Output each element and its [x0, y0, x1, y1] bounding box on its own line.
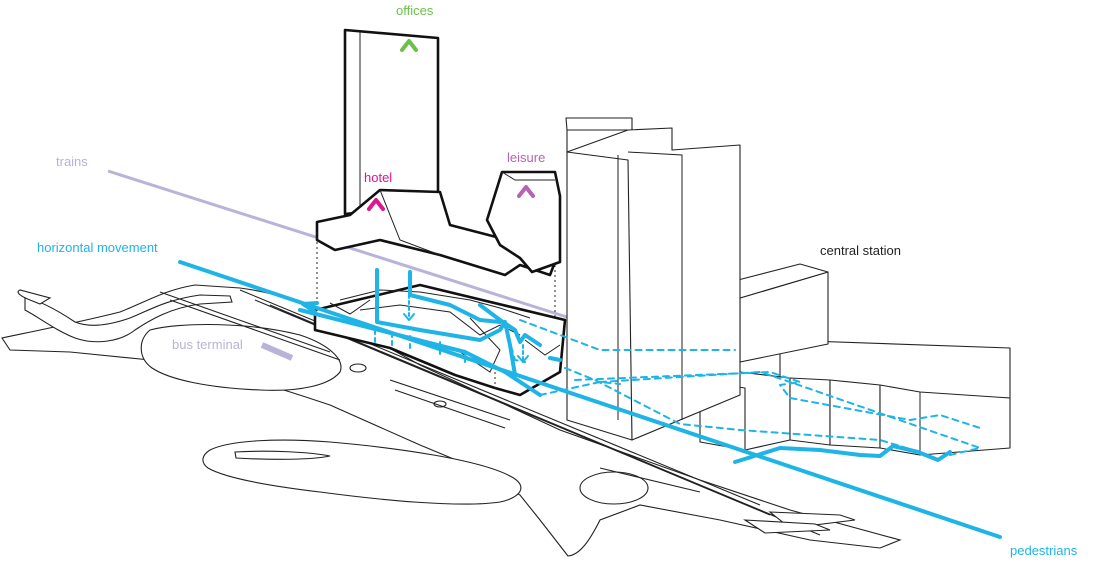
vertical-arrows [367, 39, 535, 363]
arrow-down-icon [517, 355, 529, 363]
leisure-label: leisure [507, 150, 546, 165]
bus-terminal-label: bus terminal [172, 337, 243, 352]
tall-slab-tower [565, 117, 741, 441]
arrow-down-icon [403, 313, 415, 321]
pedestrians-label: pedestrians [1010, 543, 1078, 558]
projection-dotted-lines [316, 232, 556, 390]
central-station-label: central station [820, 243, 901, 258]
arrow-up-icon [400, 39, 418, 52]
trains-label: trains [56, 154, 88, 169]
arrow-up-icon [517, 185, 535, 198]
pedestrian-network [178, 260, 1002, 539]
offices-label: offices [396, 3, 434, 18]
central-station-building [699, 263, 1011, 456]
arrow-up-icon [367, 198, 385, 211]
leisure-block [485, 170, 562, 274]
horizontal-movement-label: horizontal movement [37, 240, 158, 255]
hotel-label: hotel [364, 170, 393, 185]
road-network [1, 284, 902, 557]
bus-terminal-marker [260, 342, 294, 361]
